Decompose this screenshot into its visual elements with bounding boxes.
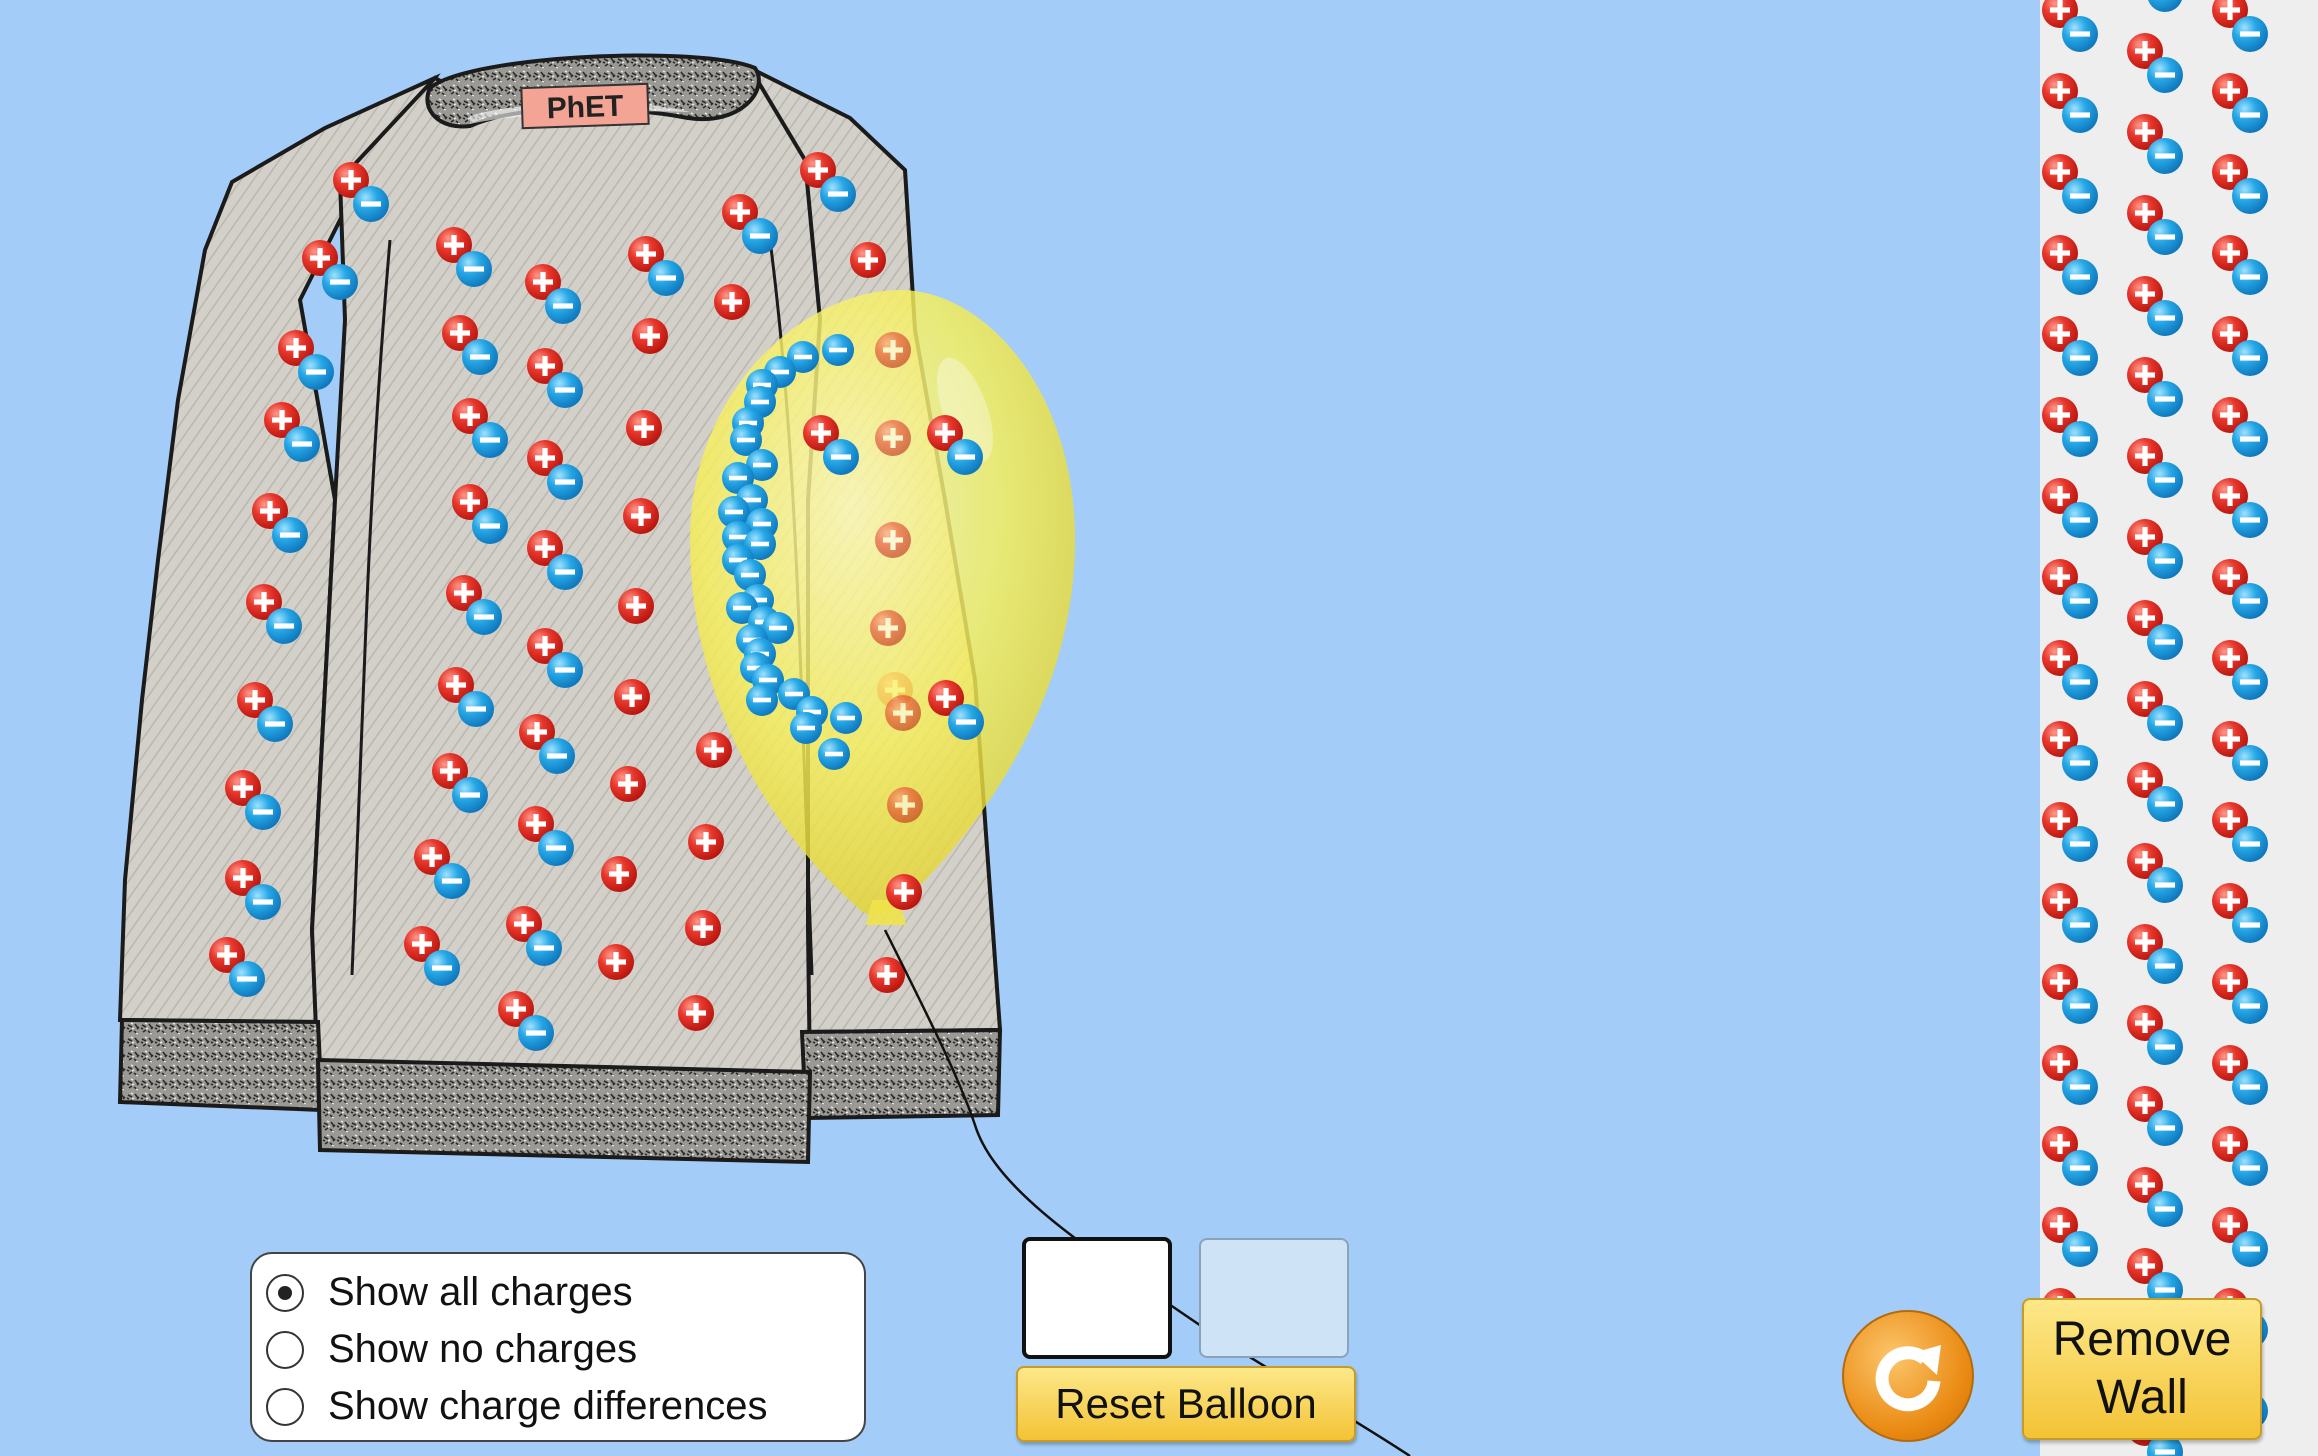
remove-wall-button[interactable]: Remove Wall [2022,1298,2262,1440]
reset-balloon-button[interactable]: Reset Balloon [1016,1366,1356,1442]
one-balloon-button[interactable] [1022,1237,1172,1359]
radio-button[interactable] [266,1330,304,1369]
refresh-icon [1875,1345,1941,1412]
radio-show-charge-differences[interactable]: Show charge differences [252,1378,864,1435]
radio-label: Show charge differences [328,1384,768,1428]
remove-wall-line2: Wall [2096,1371,2188,1424]
radio-show-no-charges[interactable]: Show no charges [252,1321,864,1378]
remove-wall-line1: Remove [2052,1313,2232,1366]
radio-label: Show no charges [328,1327,638,1371]
radio-button[interactable] [266,1273,304,1312]
radio-button[interactable] [266,1387,304,1426]
charge-display-panel: Show all charges Show no charges Show ch… [250,1252,866,1442]
two-balloons-button[interactable] [1199,1238,1349,1358]
wall [2040,0,2318,1456]
reset-all-button[interactable] [1842,1310,1974,1442]
radio-label: Show all charges [328,1270,633,1314]
radio-show-all-charges[interactable]: Show all charges [252,1264,864,1321]
sweater-label: PhET [546,90,624,126]
radio-selected-dot [278,1285,292,1300]
